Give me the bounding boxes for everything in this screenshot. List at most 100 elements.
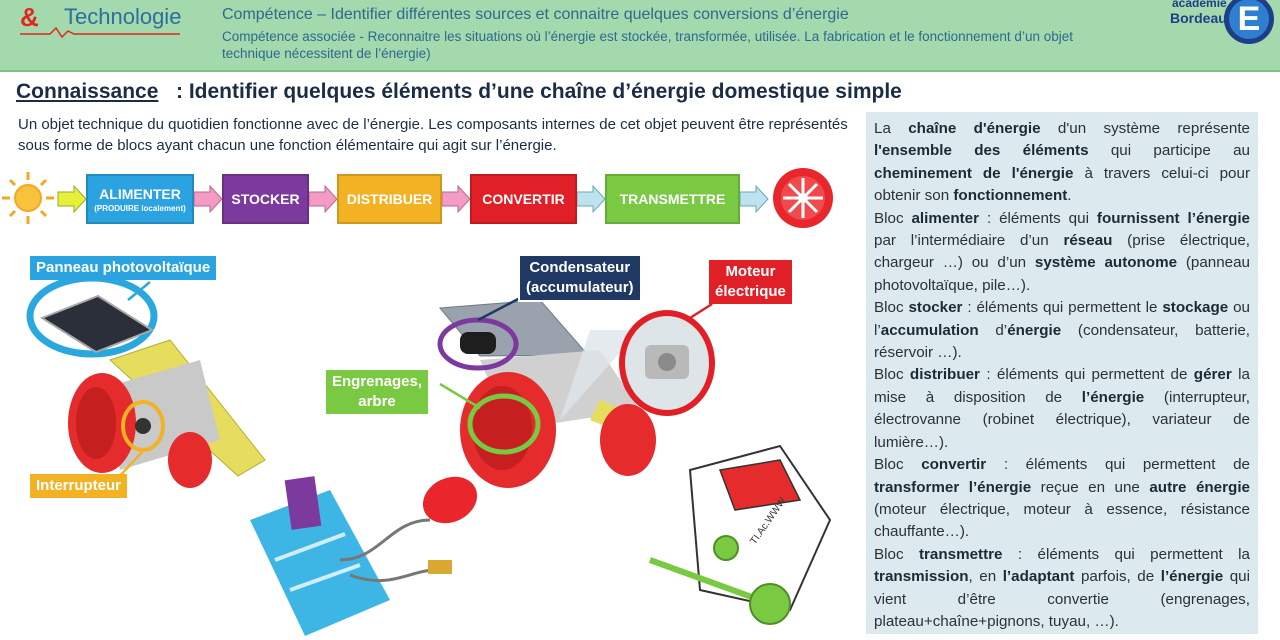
p6-b3: l’adaptant — [1002, 568, 1075, 586]
label-condensateur-line1: Condensateur — [529, 259, 631, 276]
block-distribuer: DISTRIBUER — [337, 174, 442, 224]
p6-e: parfois, de — [1074, 568, 1161, 586]
label-engrenages-line1: Engrenages, — [332, 373, 423, 390]
p2-b2: fournissent l’énergie — [1096, 209, 1250, 227]
block-alimenter-label: ALIMENTER — [99, 185, 181, 202]
p5-d: reçue en une — [1031, 478, 1150, 496]
block-stocker: STOCKER — [222, 174, 309, 224]
panel-paragraph-convertir: Bloc convertir : éléments qui permettent… — [874, 454, 1250, 544]
block-alimenter-sub: (PRODUIRE localement) — [94, 203, 186, 213]
block-convertir: CONVERTIR — [470, 174, 577, 224]
gearbox-drawing-illustration: TI.Ac.WWW — [648, 444, 832, 625]
logo-wave-icon — [20, 26, 180, 38]
p5-b1: convertir — [921, 456, 987, 474]
block-transmettre: TRANSMETTRE — [605, 174, 740, 224]
p2-b4: système autonome — [1034, 254, 1178, 272]
block-distribuer-label: DISTRIBUER — [346, 191, 433, 207]
p5-c: : éléments qui permettent de — [986, 456, 1250, 474]
label-engrenages-line2: arbre — [358, 393, 396, 410]
academy-logo: académie Bordeaux E — [1162, 0, 1280, 52]
panel-paragraph-alimenter: Bloc alimenter : éléments qui fournissen… — [874, 208, 1250, 298]
p4-b3: l’énergie — [1081, 388, 1145, 406]
p1-f: . — [1067, 187, 1072, 205]
explanation-panel: La chaîne d'énergie d'un système représe… — [866, 112, 1258, 634]
p1-b2: l'ensemble des éléments — [874, 142, 1089, 160]
logo-ampersand: & — [20, 2, 39, 32]
p6-c: : éléments qui permettent la — [1002, 545, 1250, 563]
label-engrenages-arbre: Engrenages, arbre — [326, 370, 429, 414]
motor-closeup-illustration — [560, 302, 715, 420]
block-stocker-label: STOCKER — [231, 191, 300, 207]
panel-paragraph-transmettre: Bloc transmettre : éléments qui permette… — [874, 544, 1250, 634]
block-convertir-label: CONVERTIR — [482, 191, 565, 207]
p1-a: La — [874, 120, 909, 137]
p1-b4: fonctionnement — [953, 187, 1068, 205]
label-moteur-electrique: Moteur électrique — [709, 260, 792, 304]
p3-b2: stockage — [1162, 299, 1229, 317]
p3-b3: accumulation — [880, 321, 979, 339]
p3-b4: énergie — [1007, 321, 1062, 339]
p3-a: Bloc — [874, 299, 909, 317]
p1-d: qui participe au — [1088, 142, 1250, 160]
academy-e-icon: E — [1224, 0, 1274, 44]
p4-b1: distribuer — [909, 366, 980, 384]
technologie-logo: & Technologie — [8, 0, 182, 38]
p5-a: Bloc — [874, 456, 922, 474]
p6-d: , en — [968, 568, 1003, 586]
p5-b3: autre énergie — [1149, 478, 1250, 496]
intro-paragraph: Un objet technique du quotidien fonction… — [18, 116, 848, 154]
p6-b2: transmission — [874, 568, 969, 586]
p6-a: Bloc — [874, 545, 919, 563]
p3-e: d’ — [978, 321, 1008, 339]
academy-line2: Bordeaux — [1170, 10, 1235, 26]
p4-c: : éléments qui permettent de — [979, 366, 1194, 384]
panel-paragraph-stocker: Bloc stocker : éléments qui permettent l… — [874, 297, 1250, 364]
assembled-car-illustration — [437, 296, 656, 488]
p6-b4: l’énergie — [1160, 568, 1224, 586]
header-associated-competence: Compétence associée - Reconnaitre les si… — [222, 29, 1073, 61]
label-condensateur: Condensateur (accumulateur) — [518, 254, 642, 302]
p4-a: Bloc — [874, 366, 910, 384]
p2-d: par l’intermédiaire d’un — [874, 232, 1064, 250]
p4-b2: gérer — [1193, 366, 1232, 384]
block-transmettre-label: TRANSMETTRE — [619, 191, 726, 207]
header-competence: Compétence – Identifier différentes sour… — [222, 6, 849, 23]
p2-f: (panneau photovoltaïque, pile…). — [874, 254, 1251, 294]
sun-icon — [2, 172, 54, 224]
p6-b1: transmettre — [918, 545, 1003, 563]
p2-c: : éléments qui — [979, 209, 1097, 227]
p4-e: (interrupteur, électrovanne (robinet éle… — [874, 388, 1251, 451]
panel-paragraph-chaine: La chaîne d'énergie d'un système représe… — [874, 118, 1250, 208]
p3-d: ou l’ — [874, 299, 1250, 339]
p2-b3: réseau — [1063, 232, 1113, 250]
p1-c: d'un système représente — [1040, 120, 1250, 137]
page-title: : Identifier quelques éléments d’une cha… — [176, 80, 902, 103]
p2-b1: alimenter — [911, 209, 980, 227]
academy-line1: académie — [1172, 0, 1227, 10]
block-alimenter: ALIMENTER (PRODUIRE localement) — [86, 174, 194, 224]
p2-a: Bloc — [874, 209, 912, 227]
p5-b2: transformer l’énergie — [874, 478, 1032, 496]
p1-b3: cheminement de l'énergie — [874, 164, 1074, 182]
solar-car-illustration — [26, 274, 266, 488]
label-condensateur-line2: (accumulateur) — [526, 279, 634, 296]
wheel-icon — [773, 168, 833, 228]
label-moteur-line1: Moteur — [725, 263, 776, 280]
p2-e: (prise électrique, chargeur …) ou d’un — [874, 232, 1250, 272]
p1-e: à travers celui-ci pour obtenir son — [874, 164, 1250, 205]
panel-paragraph-distribuer: Bloc distribuer : éléments qui permetten… — [874, 364, 1250, 454]
label-panneau-photovoltaique: Panneau photovoltaïque — [30, 256, 217, 280]
chain-arrows — [57, 184, 769, 214]
label-interrupteur: Interrupteur — [30, 474, 128, 498]
logo-text: Technologie — [64, 4, 182, 29]
circuit-board-illustration — [250, 476, 478, 636]
p3-f: (condensateur, batterie, réservoir …). — [874, 321, 1250, 362]
p4-d: la mise à disposition de — [874, 366, 1250, 406]
p3-b1: stocker — [908, 299, 963, 317]
header-band: & Technologie Compétence – Identifier di… — [0, 0, 1280, 72]
label-moteur-line2: électrique — [715, 283, 786, 300]
p5-e: (moteur électrique, moteur à essence, ré… — [874, 500, 1250, 541]
p1-b1: chaîne d'énergie — [908, 120, 1041, 137]
p6-f: qui vient d’être convertie (engrenages, … — [874, 568, 1250, 630]
